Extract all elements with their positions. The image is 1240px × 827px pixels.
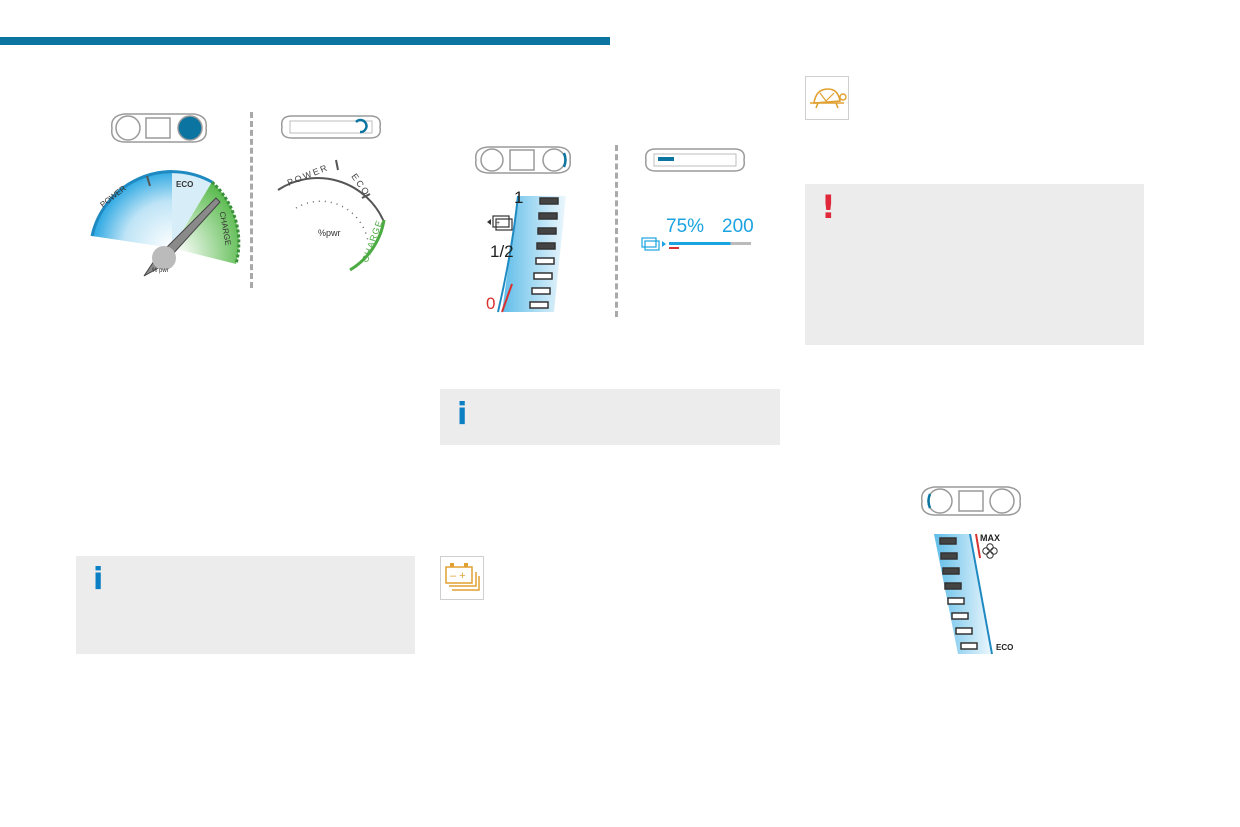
power-gauge-outline — [277, 159, 386, 272]
turtle-indicator — [805, 76, 849, 120]
battery-icon: + — [487, 215, 513, 231]
ventilation-eco-label: ECO — [996, 643, 1014, 652]
instrument-cluster-icon — [921, 486, 1021, 516]
battery-warning-indicator: – + — [440, 556, 484, 600]
power-gauge — [90, 170, 241, 277]
battery-level-gauge — [497, 195, 566, 313]
battery-level-half: 1/2 — [490, 242, 514, 261]
svg-text:+: + — [496, 220, 500, 227]
instrument-cluster-icon — [280, 115, 382, 139]
warning-icon: ! — [821, 188, 836, 226]
power-unit-small: % pwr — [152, 268, 169, 274]
instrument-cluster-icon — [111, 113, 207, 143]
battery-range: 200 — [722, 216, 754, 237]
svg-text:– +: – + — [450, 570, 466, 582]
ventilation-gauge — [934, 533, 993, 655]
eco-label: ECO — [176, 180, 194, 189]
battery-level-empty: 0 — [486, 294, 496, 313]
battery-percent: 75% — [666, 216, 705, 237]
battery-bar-fill — [669, 242, 731, 245]
instrument-cluster-icon — [644, 148, 746, 172]
power-unit: %pwr — [318, 228, 341, 238]
ventilation-max-label: MAX — [980, 533, 1000, 543]
info-icon: i — [93, 562, 104, 597]
info-icon: i — [457, 397, 468, 432]
battery-bar — [641, 237, 751, 251]
warning-box: ! — [805, 184, 1144, 345]
turtle-icon — [810, 88, 847, 109]
battery-icon: – + — [445, 563, 480, 591]
fan-icon — [982, 543, 998, 559]
divider — [250, 112, 253, 288]
divider — [615, 145, 618, 317]
instrument-cluster-icon — [475, 146, 571, 174]
info-box-left: i — [76, 556, 415, 654]
header-bar — [0, 37, 610, 45]
battery-level-full: 1 — [514, 188, 524, 207]
info-box-middle: i — [440, 389, 780, 445]
